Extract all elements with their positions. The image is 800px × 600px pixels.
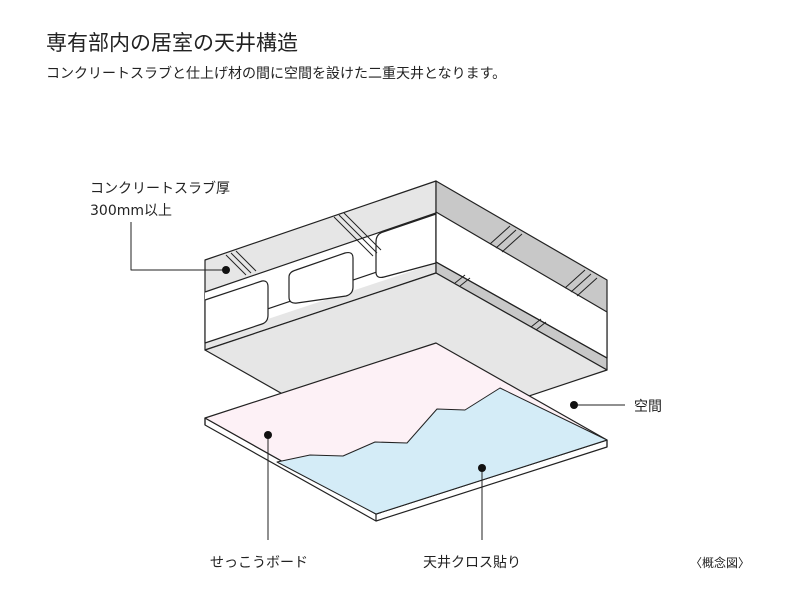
ceiling-cloth bbox=[276, 387, 608, 515]
slab-label-line2: 300mm以上 bbox=[90, 203, 172, 219]
concept-note: 〈概念図〉 bbox=[690, 556, 751, 570]
gypsum-board-label: せっこうボード bbox=[210, 555, 308, 571]
ceiling-cloth-label: 天井クロス貼り bbox=[423, 555, 521, 571]
slab-band-line bbox=[435, 261, 608, 359]
hollow-core bbox=[375, 213, 437, 279]
slab-marker-dot bbox=[222, 266, 230, 274]
hollow-core bbox=[204, 280, 269, 344]
page-title: 専有部内の居室の天井構造 bbox=[46, 31, 298, 55]
hollow-core bbox=[288, 251, 354, 304]
cloth-marker-dot bbox=[478, 464, 486, 472]
space-marker-dot bbox=[570, 401, 578, 409]
slab-label-line1: コンクリートスラブ厚 bbox=[90, 181, 230, 197]
board-marker-dot bbox=[264, 431, 272, 439]
slab-band-line bbox=[204, 212, 437, 293]
space-label: 空間 bbox=[634, 399, 662, 415]
leader-lines bbox=[130, 222, 625, 540]
hatch-marks bbox=[225, 212, 598, 331]
slab-leader-line bbox=[130, 222, 226, 271]
page-subtitle: コンクリートスラブと仕上げ材の間に空間を設けた二重天井となります。 bbox=[46, 66, 507, 82]
